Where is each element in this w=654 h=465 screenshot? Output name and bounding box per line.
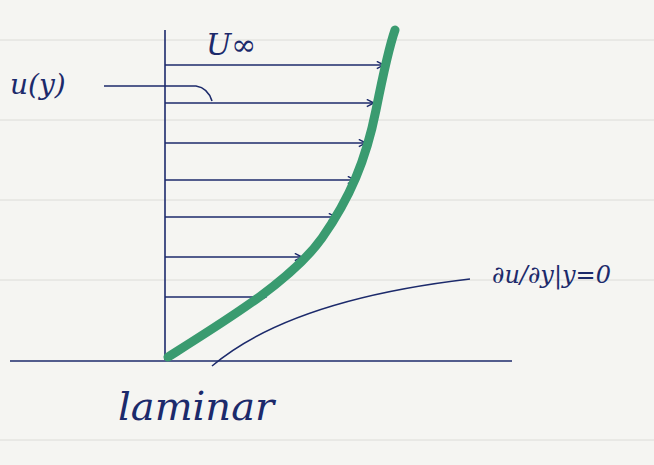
slope-leader-line <box>212 279 470 366</box>
profile-label: u(y) <box>10 70 66 101</box>
profile-curve <box>168 30 395 357</box>
regime-label: laminar <box>118 384 274 428</box>
paper-grid <box>0 40 654 440</box>
freestream-velocity-label: U∞ <box>206 28 256 61</box>
y-axis <box>164 30 166 360</box>
wall-gradient-label: ∂u/∂y|y=0 <box>492 262 611 288</box>
wall-line <box>10 360 512 362</box>
leader-line <box>104 86 212 101</box>
